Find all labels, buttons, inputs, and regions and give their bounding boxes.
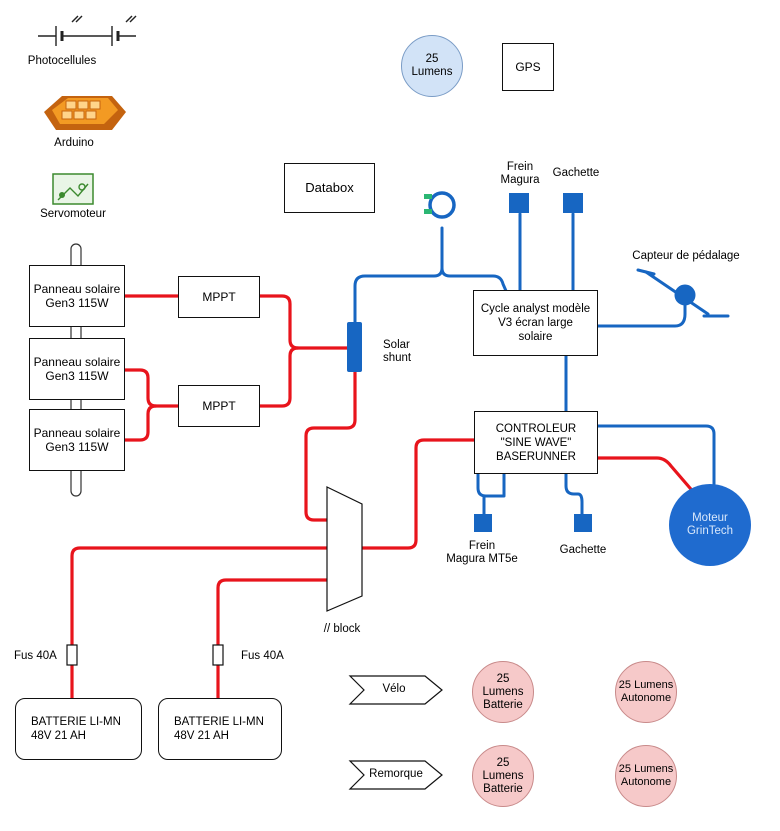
servomotor-label: Servomoteur [40,208,106,220]
lumens-top-light: 25 Lumens [401,35,463,97]
mppt-1: MPPT [178,276,260,318]
cycle-analyst-box: Cycle analyst modèle V3 écran large sola… [473,290,598,356]
brake-top-label: Frein Magura [500,161,540,186]
fuse-2-label: Fus 40A [241,650,284,662]
motor-grintech: Moteur GrinTech [669,484,751,566]
pedal-sensor-label: Capteur de pédalage [632,250,740,262]
signal-wires [353,212,716,518]
solar-panel-1: Panneau solaire Gen3 115W [29,265,125,327]
trigger-top-label: Gachette [552,167,600,179]
parallel-block-icon [326,486,363,612]
battery-2: BATTERIE LI-MN 48V 21 AH [158,698,282,760]
trigger-bottom-label: Gachette [559,544,607,556]
battery-1: BATTERIE LI-MN 48V 21 AH [15,698,142,760]
solar-panel-2: Panneau solaire Gen3 115W [29,338,125,400]
photocells-label: Photocellules [27,55,97,67]
loop-sensor-icon [424,191,456,219]
arduino-icon [44,96,126,130]
solar-shunt-label: Solar shunt [383,339,412,364]
brake-bottom-sensor-icon [474,514,492,532]
parallel-block-label: // block [323,623,361,635]
photocell-icon [38,15,137,46]
fuse-2-icon [212,644,224,666]
velo-autonomous-light: 25 Lumens Autonome [615,661,677,723]
velo-battery-light: 25 Lumens Batterie [472,661,534,723]
controller-box: CONTROLEUR "SINE WAVE" BASERUNNER [474,411,598,474]
databox-box: Databox [284,163,375,213]
pedal-sensor-icon [636,268,730,318]
brake-bottom-label: Frein Magura MT5e [446,540,518,565]
fuse-1-label: Fus 40A [14,650,57,662]
velo-arrow-shape [348,675,443,705]
power-wires [70,294,704,700]
trailer-battery-light: 25 Lumens Batterie [472,745,534,807]
solar-panel-3: Panneau solaire Gen3 115W [29,409,125,471]
trigger-top-sensor-icon [563,193,583,213]
gps-box: GPS [502,43,554,91]
brake-top-sensor-icon [509,193,529,213]
servomotor-icon [52,173,94,205]
remorque-arrow-shape [348,760,443,790]
velo-label: Vélo [382,683,406,695]
solar-shunt-icon [347,322,362,372]
remorque-label: Remorque [369,768,423,780]
mppt-2: MPPT [178,385,260,427]
trigger-bottom-sensor-icon [574,514,592,532]
arduino-label: Arduino [54,137,94,149]
trailer-autonomous-light: 25 Lumens Autonome [615,745,677,807]
fuse-1-icon [66,644,78,666]
